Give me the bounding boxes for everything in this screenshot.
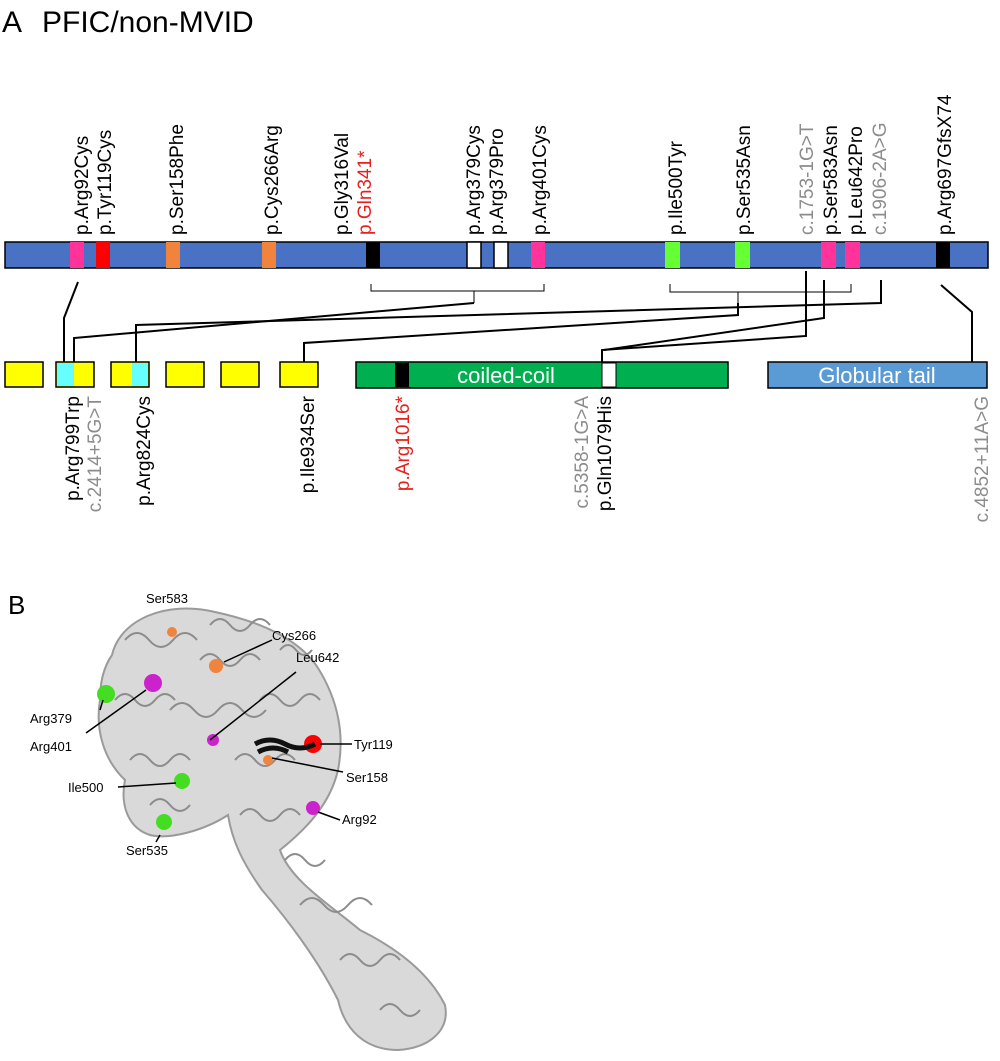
residue-label: Ile500 xyxy=(68,780,103,795)
residue-arg379 xyxy=(97,685,115,703)
residue-label: Ser158 xyxy=(346,770,388,785)
residue-label: Arg92 xyxy=(342,812,377,827)
iq-motif-4 xyxy=(165,361,205,388)
connector-ser535 xyxy=(303,303,739,362)
variant-marker-leu642 xyxy=(845,242,860,268)
residue-ile500 xyxy=(174,773,190,789)
bottom-label: p.Arg824Cys xyxy=(134,396,155,506)
globular-tail-bar xyxy=(767,361,988,389)
top-label: p.Arg697GfsX74 xyxy=(935,94,956,235)
connector-c1906 xyxy=(135,280,882,362)
top-variant-labels: p.Arg92Cys p.Tyr119Cys p.Ser158Phe p.Cys… xyxy=(72,94,956,235)
panel-a-title: PFIC/non-MVID xyxy=(42,6,254,39)
residue-labels: Ser583 Cys266 Leu642 Arg379 Arg401 Tyr11… xyxy=(30,591,393,858)
structure-body xyxy=(97,607,447,1052)
residue-label: Arg379 xyxy=(30,711,72,726)
residue-ser535 xyxy=(156,814,172,830)
iq-variant-marker xyxy=(132,363,148,386)
connector-c1753 xyxy=(601,271,807,362)
top-label: p.Ser535Asn xyxy=(734,125,755,235)
bottom-label: p.Ile934Ser xyxy=(298,395,319,493)
residue-label: Leu642 xyxy=(296,650,339,665)
iq-motifs xyxy=(4,361,319,388)
coiled-coil-marker-gln1079 xyxy=(601,362,617,388)
residue-label: Ser583 xyxy=(146,591,188,606)
top-label: p.Arg401Cys xyxy=(530,125,551,235)
coiled-coil-bar xyxy=(355,361,729,389)
variant-marker-arg379b xyxy=(493,241,509,269)
protein-structure xyxy=(97,607,447,1052)
top-label: p.Arg379Cys xyxy=(464,125,485,235)
top-label: p.Ser583Asn xyxy=(821,125,842,235)
residue-ser583 xyxy=(167,627,177,637)
top-label: p.Tyr119Cys xyxy=(95,130,116,235)
bottom-label-stop: p.Arg1016* xyxy=(393,395,414,491)
top-label: p.Leu642Pro xyxy=(846,126,867,235)
connector-ser583 xyxy=(603,280,825,351)
residue-cys266 xyxy=(209,659,223,673)
iq-motif-6 xyxy=(279,361,319,388)
residue-callout-lines xyxy=(85,639,352,843)
residue-ser158 xyxy=(263,755,273,765)
connector-lines xyxy=(63,271,973,362)
variant-marker-arg697 xyxy=(936,242,950,268)
motor-variant-markers xyxy=(70,241,950,269)
iq-motif-5 xyxy=(220,361,260,388)
bracket-left xyxy=(370,284,545,303)
panel-a-letter: A xyxy=(2,6,22,39)
top-label: p.Ser158Phe xyxy=(167,124,188,235)
top-label: p.Cys266Arg xyxy=(262,125,283,235)
iq-variant-marker xyxy=(57,363,74,386)
variant-marker-ser158 xyxy=(166,242,180,268)
iq-motif-1 xyxy=(4,361,44,388)
top-label: p.Gly316Val xyxy=(332,133,353,235)
bottom-label-splice: c.2414+5G>T xyxy=(85,396,106,513)
residue-spheres xyxy=(97,627,322,830)
residue-arg401 xyxy=(144,674,162,692)
bottom-label: p.Gln1079His xyxy=(595,396,616,511)
ribbon-helices xyxy=(114,618,421,1017)
top-label-stop: p.Gln341* xyxy=(355,150,376,235)
bottom-label: p.Arg799Trp xyxy=(63,396,84,501)
bottom-variant-labels: p.Arg799Trp c.2414+5G>T p.Arg824Cys p.Il… xyxy=(63,395,993,522)
globular-tail-label: Globular tail xyxy=(818,363,935,388)
connector-arg401 xyxy=(73,302,475,362)
bottom-label-splice: c.4852+11A>G xyxy=(972,396,993,522)
ligand xyxy=(253,737,317,755)
connector-arg92 xyxy=(63,281,79,362)
residue-arg92 xyxy=(306,801,320,815)
variant-marker-cys266 xyxy=(262,242,276,268)
panel-b-letter: B xyxy=(8,590,25,620)
residue-label: Arg401 xyxy=(30,739,72,754)
top-label-splice: c.1753-1G>T xyxy=(797,123,818,235)
variant-marker-tyr119 xyxy=(96,242,110,268)
bracket-lines xyxy=(370,284,852,303)
residue-label: Cys266 xyxy=(272,628,316,643)
bottom-label-splice: c.5358-1G>A xyxy=(572,396,593,509)
coiled-coil-label: coiled-coil xyxy=(457,363,555,388)
variant-marker-ser535 xyxy=(735,242,750,268)
top-label: p.Arg379Pro xyxy=(487,128,508,235)
residue-leu642 xyxy=(207,734,219,746)
variant-marker-arg92 xyxy=(70,242,84,268)
coiled-coil-marker-arg1016 xyxy=(395,363,409,387)
connector-arg697 xyxy=(940,284,973,362)
top-label: p.Arg92Cys xyxy=(72,136,93,235)
variant-marker-arg379a xyxy=(466,241,482,269)
residue-label: Tyr119 xyxy=(354,737,393,752)
variant-marker-ser583 xyxy=(821,242,836,268)
bracket-right xyxy=(669,284,852,303)
top-label: p.Ile500Tyr xyxy=(666,140,687,235)
variant-marker-ile500 xyxy=(665,242,680,268)
top-label-splice: c.1906-2A>G xyxy=(870,123,891,236)
variant-marker-arg401 xyxy=(531,242,545,268)
residue-label: Ser535 xyxy=(126,843,168,858)
variant-marker-gln341 xyxy=(366,242,380,268)
